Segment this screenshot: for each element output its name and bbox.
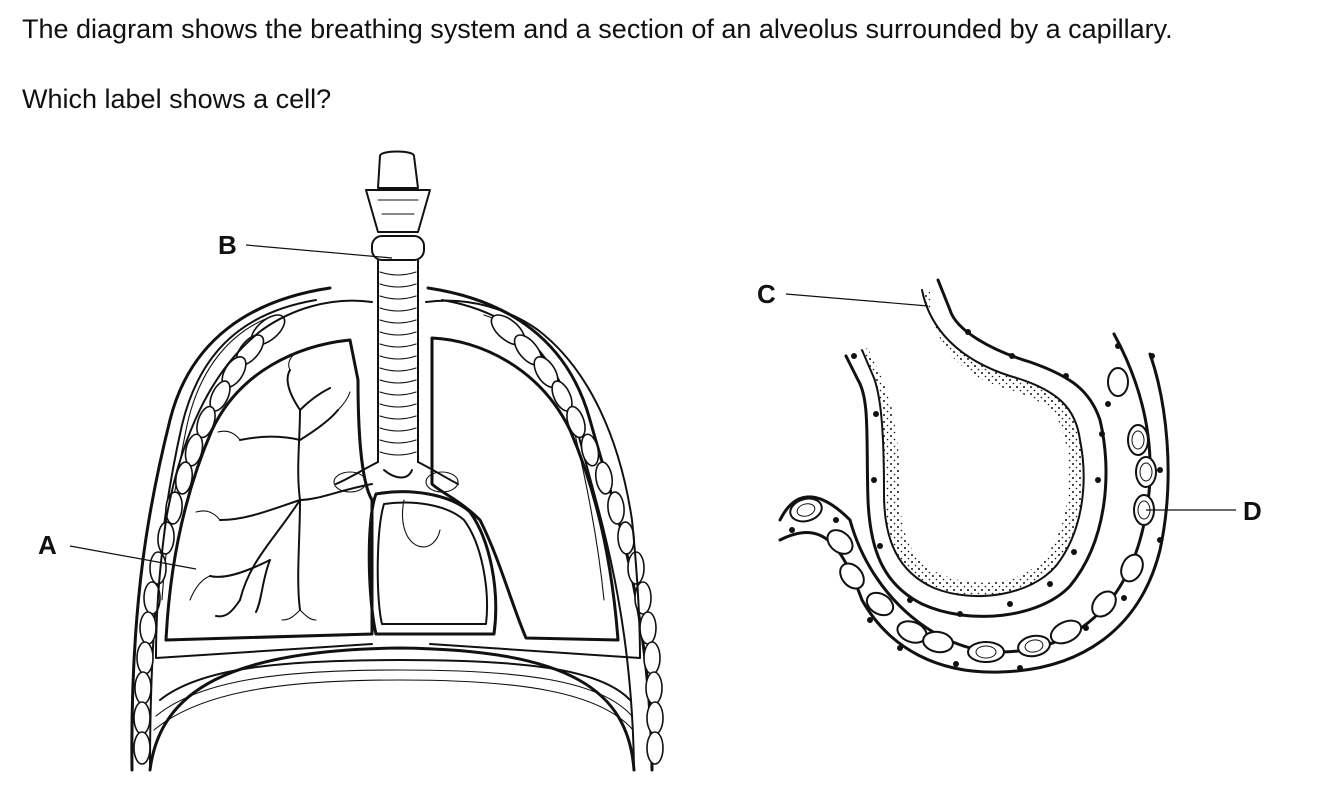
label-b-pointer [245, 244, 393, 259]
alveolus-capillary-diagram [778, 278, 1236, 674]
tracheal-cartilage-rings [379, 271, 417, 456]
left-lung [164, 338, 374, 642]
red-blood-cells [789, 367, 1157, 663]
breathing-system-diagram [69, 150, 664, 772]
cell-nuclei [789, 329, 1163, 671]
label-a-pointer [69, 545, 197, 570]
diaphragm [148, 646, 636, 772]
alveolus-outer-wall [844, 278, 1108, 618]
question-intro: The diagram shows the breathing system a… [22, 14, 1173, 44]
pleural-membranes [155, 299, 641, 659]
label-d: D [1243, 496, 1262, 526]
rib-cage-left [130, 286, 332, 772]
label-c: C [757, 279, 776, 309]
rib-cage-right [426, 286, 664, 772]
question-prompt: Which label shows a cell? [22, 84, 332, 114]
label-a: A [38, 530, 57, 560]
trachea [333, 150, 459, 493]
label-c-pointer [785, 293, 929, 307]
bronchial-tree [189, 351, 373, 621]
right-lung [430, 336, 620, 642]
label-b: B [218, 230, 237, 260]
heart-space [367, 490, 498, 636]
